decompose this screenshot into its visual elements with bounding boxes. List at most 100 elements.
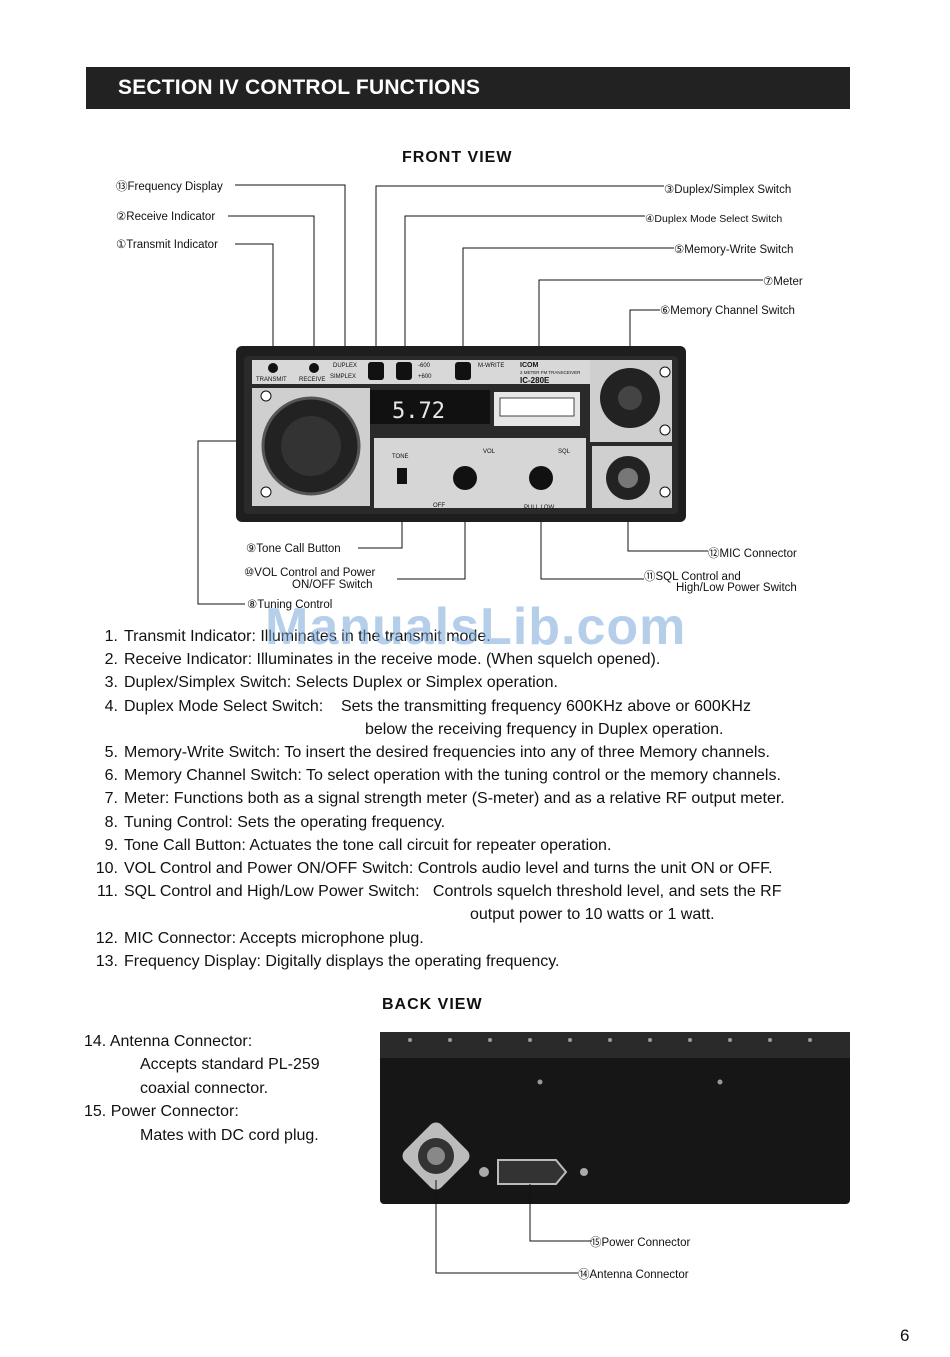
item-number: 10. [95,860,118,878]
item-text: Tone Call Button: Actuates the tone call… [124,836,612,854]
panel-label-receive: RECEIVE [299,377,325,383]
panel-label-vol: VOL [483,449,496,455]
panel-label-minus600: -600 [418,363,431,369]
item-number: 4. [104,697,118,715]
panel-label-pull-low: PULL LOW [524,505,554,511]
callout-memory-write-switch: ⑤Memory-Write Switch [674,244,794,256]
panel-label-model: IC-280E [520,376,550,385]
leader-line-14 [435,1180,578,1274]
callout-duplex-mode-select-switch: ④Duplex Mode Select Switch [645,213,783,225]
item-number: 14. [84,1033,107,1050]
item-text: Memory Channel Switch: To select operati… [124,767,781,785]
item-text: Tuning Control: Sets the operating frequ… [124,813,446,831]
leader-line-15 [529,1184,592,1242]
list-item: 13. Frequency Display: Digitally displays… [84,950,864,973]
panel-label-model-desc: 2 METER FM TRANSCEIVER [520,370,581,375]
callout-duplex-simplex-switch: ③Duplex/Simplex Switch [664,184,792,196]
item-text: SQL Control and High/Low Power Switch: C… [124,883,782,901]
item-label: Antenna Connector: [109,1033,253,1050]
list-item: 8. Tuning Control: Sets the operating fre… [84,811,864,834]
panel-label-brand: ICOM [520,362,538,369]
item-text-continued: output power to 10 watts or 1 watt. [470,906,715,924]
back-view-title: BACK VIEW [382,996,483,1013]
item-number: 8. [104,813,118,831]
control-functions-list: 1. Transmit Indicator: Illuminates in the… [84,625,864,973]
callout-tone-call-button: ⑨Tone Call Button [246,543,341,555]
list-item: 15. Power Connector: [84,1100,384,1123]
item-description: Mates with DC cord plug. [140,1126,319,1144]
item-text: Receive Indicator: Illuminates in the re… [124,651,661,669]
callout-mic-connector: ⑫MIC Connector [708,548,797,560]
front-view-title: FRONT VIEW [402,149,513,166]
panel-label-duplex: DUPLEX [333,363,357,369]
callout-meter: ⑦Meter [763,276,803,288]
panel-label-mwrite: M-WRITE [478,363,504,369]
list-item: 7. Meter: Functions both as a signal stre… [84,787,864,810]
leader-line-2 [228,215,315,364]
leader-line-1 [235,243,274,364]
callout-sql-control-line2: High/Low Power Switch [676,582,797,594]
item-number: 3. [104,674,118,692]
panel-label-tone: TONE [392,454,409,460]
list-item: 10. VOL Control and Power ON/OFF Switch: … [84,857,864,880]
leader-line-5 [462,247,674,370]
list-item: 5. Memory-Write Switch: To insert the des… [84,741,864,764]
item-description: coaxial connector. [140,1079,269,1097]
list-item: 3. Duplex/Simplex Switch: Selects Duplex … [84,671,864,694]
item-label: Power Connector: [110,1103,239,1121]
list-item: 14. Antenna Connector: [84,1030,384,1053]
item-number: 12. [95,929,118,947]
item-text: MIC Connector: Accepts microphone plug. [124,929,424,947]
item-number: 9. [104,836,118,854]
callout-frequency-display: ⑬Frequency Display [116,181,223,193]
front-view-diagram: TRANSMIT RECEIVE DUPLEX SIMPLEX -600 +60… [197,184,763,605]
callout-tuning-control: ⑧Tuning Control [247,599,333,611]
item-number: 15. [84,1103,107,1121]
panel-label-sql: SQL [558,449,571,455]
leader-line-3 [375,185,664,370]
page-number: 6 [900,1326,910,1345]
item-description: Accepts standard PL-259 [140,1056,320,1074]
list-item: 12. MIC Connector: Accepts microphone plu… [84,927,864,950]
list-item: 2. Receive Indicator: Illuminates in the … [84,648,864,671]
item-number: 7. [104,790,118,808]
back-view-diagram [380,1032,850,1274]
list-item: 11. SQL Control and High/Low Power Switch… [84,880,864,926]
callout-vol-control-line2: ON/OFF Switch [292,579,373,591]
section-title: SECTION IV CONTROL FUNCTIONS [86,67,850,109]
callout-sql-control: ⑪SQL Control and [644,571,741,583]
list-item: 4. Duplex Mode Select Switch: Sets the tr… [84,695,864,741]
callout-power-connector: ⑮Power Connector [590,1237,691,1249]
item-number: 11. [96,883,118,901]
panel-label-transmit: TRANSMIT [256,377,287,383]
panel-label-off: OFF [433,503,445,509]
frequency-display-digits: 5.72 [392,399,445,424]
callout-vol-control: ⑩VOL Control and Power [244,567,376,579]
item-text: VOL Control and Power ON/OFF Switch: Con… [124,860,773,878]
item-text-continued: below the receiving frequency in Duplex … [365,720,724,738]
callout-memory-channel-switch: ⑥Memory Channel Switch [660,305,795,317]
item-number: 2. [104,651,118,669]
item-text: Duplex Mode Select Switch: Sets the tran… [124,697,751,715]
item-text: Meter: Functions both as a signal streng… [124,790,785,808]
callout-receive-indicator: ②Receive Indicator [116,211,216,223]
leader-line-13 [235,184,346,408]
radio-front-panel [236,346,686,522]
list-item: 1. Transmit Indicator: Illuminates in the… [84,625,864,648]
item-text: Memory-Write Switch: To insert the desir… [124,744,770,762]
panel-label-plus600: +600 [418,374,432,380]
list-item: 6. Memory Channel Switch: To select opera… [84,764,864,787]
leader-line-4 [404,215,645,370]
item-text: Transmit Indicator: Illuminates in the t… [124,628,491,645]
callout-transmit-indicator: ①Transmit Indicator [116,239,218,251]
panel-label-simplex: SIMPLEX [330,374,356,380]
item-number: 13. [95,952,118,970]
watermark: ManualsLib.com [265,598,687,656]
back-view-list: 14. Antenna Connector: Accepts standard … [84,1030,384,1147]
item-text: Frequency Display: Digitally displays th… [124,952,560,970]
callout-antenna-connector: ⑭Antenna Connector [578,1269,689,1281]
item-text: Duplex/Simplex Switch: Selects Duplex or… [124,674,558,692]
item-number: 6. [104,767,118,785]
item-number: 5. [104,744,118,762]
item-number: 1. [104,628,118,645]
